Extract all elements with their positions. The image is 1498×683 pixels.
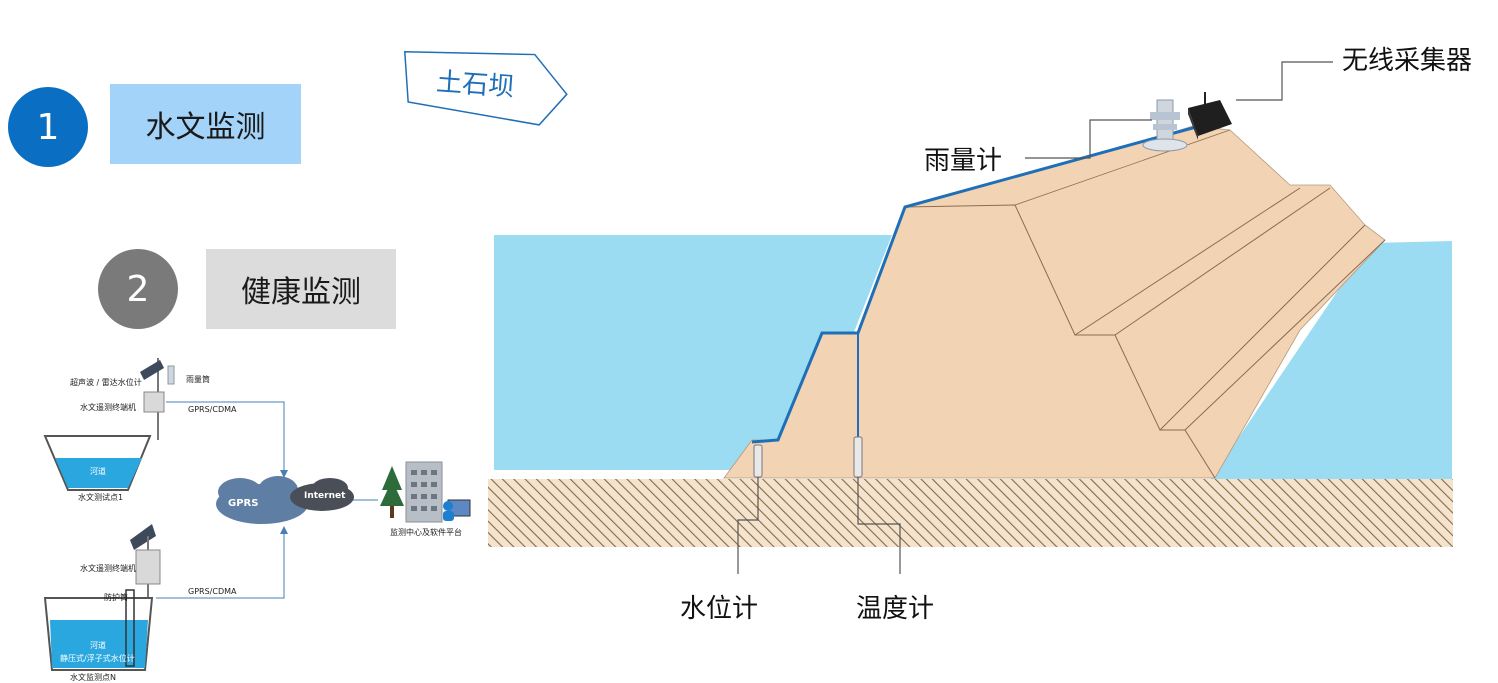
station2-terminal-label: 水文遥测终端机 xyxy=(80,564,136,573)
dam-tag: 土石坝 xyxy=(403,50,568,126)
rain-cylinder-label: 雨量筒 xyxy=(186,375,210,384)
terminal-box-1 xyxy=(143,391,165,413)
hydro-system-diagram xyxy=(43,358,471,671)
dam-berm-line-1 xyxy=(1014,129,1231,206)
dam-tag-text: 土石坝 xyxy=(435,67,515,102)
step-1-circle: 1 xyxy=(8,87,88,167)
thermometer-label: 温度计 xyxy=(856,594,935,624)
wireless-collector-device xyxy=(1188,92,1232,140)
station2-name: 水文监测点N xyxy=(70,673,116,682)
link-line-1 xyxy=(166,401,285,472)
rain-gauge-device xyxy=(1142,99,1188,152)
station1-name: 水文测试点1 xyxy=(78,493,124,502)
step-2-circle: 2 xyxy=(98,249,178,329)
station1-sensor-label: 超声波 / 雷达水位计 xyxy=(70,378,142,387)
link-line-2 xyxy=(156,532,285,599)
station2-sensor-label: 静压式/浮子式水位计 xyxy=(60,654,135,663)
dam-ridge-line xyxy=(904,187,1301,336)
solar-panel-2 xyxy=(130,524,156,550)
link1-label: GPRS/CDMA xyxy=(188,405,237,414)
rain-gauge-label: 雨量计 xyxy=(924,146,1003,176)
solar-panel-1 xyxy=(140,360,164,380)
water-level-meter-label: 水位计 xyxy=(680,594,759,624)
wireless-collector-label: 无线采集器 xyxy=(1342,46,1473,76)
river2-label: 河道 xyxy=(90,641,106,650)
leader-temp xyxy=(857,477,901,574)
protect-tube xyxy=(125,589,135,667)
ground-soil xyxy=(488,479,1453,547)
leader-rain xyxy=(1025,119,1152,159)
tree-icon xyxy=(382,466,402,490)
person-icon xyxy=(443,501,453,511)
water-level-sensor xyxy=(753,444,763,478)
center-label: 监测中心及软件平台 xyxy=(390,528,462,537)
leader-wireless xyxy=(1236,61,1333,101)
terminal-box-2 xyxy=(135,549,161,585)
step-1-label[interactable]: 水文监测 xyxy=(110,84,301,164)
step-2-label[interactable]: 健康监测 xyxy=(206,249,396,329)
gprs-label: GPRS xyxy=(228,498,259,509)
dam-berm-line-5 xyxy=(1184,429,1216,479)
link2-label: GPRS/CDMA xyxy=(188,587,237,596)
leader-level xyxy=(737,477,759,574)
station1-terminal-label: 水文遥测终端机 xyxy=(80,403,136,412)
water-right xyxy=(1210,241,1452,480)
protect-tube-label: 防护筒 xyxy=(104,593,128,602)
rain-cylinder-icon xyxy=(167,365,175,385)
river1-label: 河道 xyxy=(90,467,106,476)
internet-label: Internet xyxy=(304,491,346,501)
thermometer-sensor xyxy=(853,436,863,478)
